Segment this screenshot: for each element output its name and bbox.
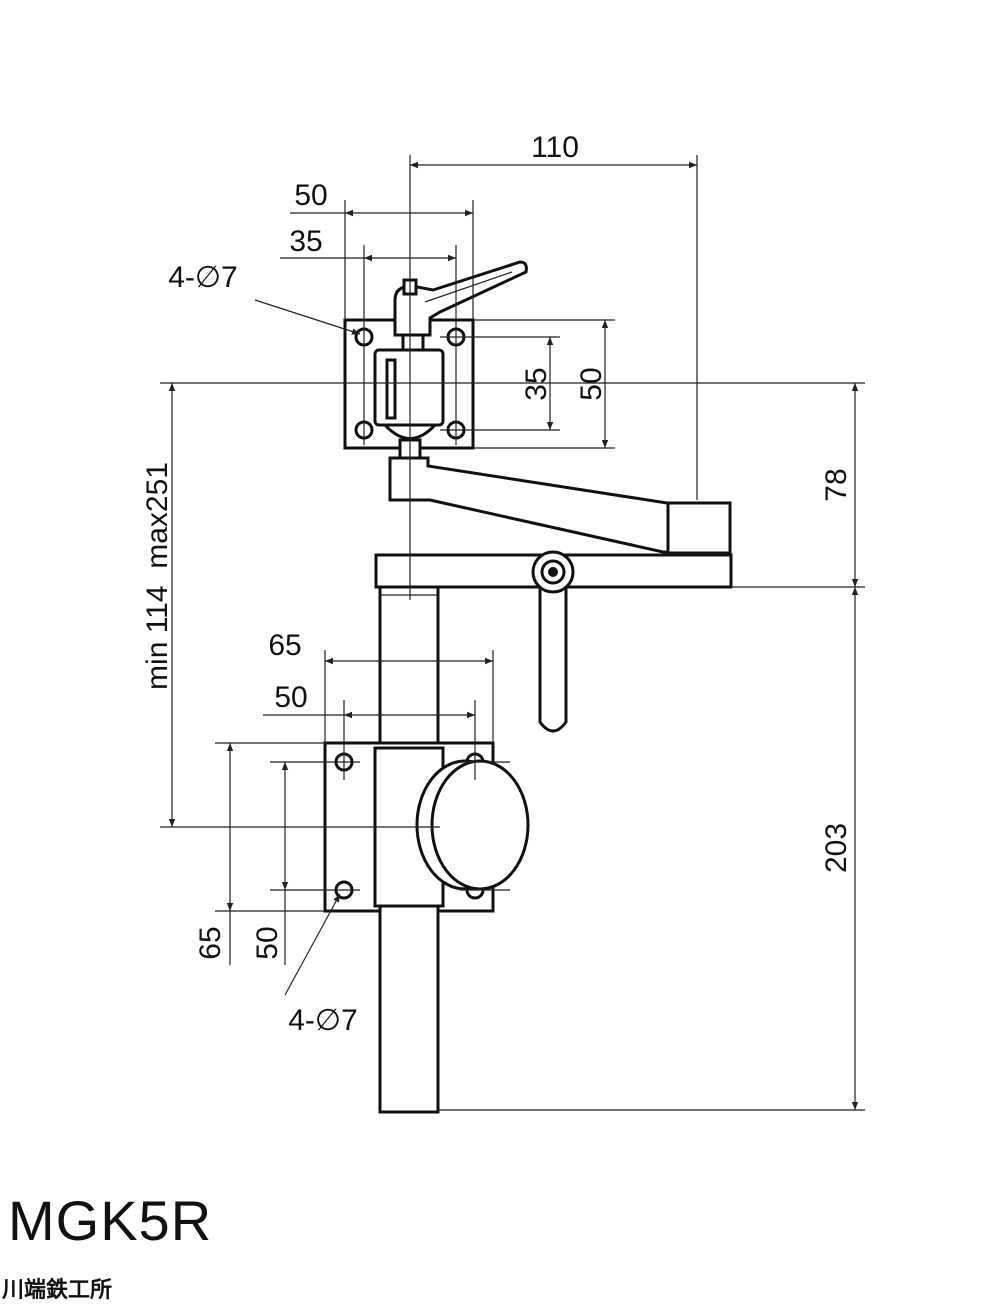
dim-top-plate-width: 50 [294,179,327,212]
dim-bottom-plate-width: 65 [268,629,301,662]
lock-knob [531,550,575,733]
manufacturer-name: 川端鉄工所 [2,1278,113,1303]
dim-top-hole-pitch-h: 35 [289,225,322,258]
arm-end-block [666,501,732,555]
swivel-body [373,348,445,427]
dim-top-holes: 4-∅7 [168,261,238,294]
clamp-wheel-knob [415,759,530,891]
dim-bottom-plate-height: 65 [194,926,227,959]
clamp-lever [393,260,528,355]
dim-bottom-hole-pitch-v: 50 [251,926,284,959]
dim-top-hole-pitch-v: 35 [520,367,553,400]
dim-height-range: min 114 max251 [141,462,174,690]
dim-bottom-hole-pitch-h: 50 [274,681,307,714]
dim-total-width: 110 [531,131,579,164]
upper-arm [388,456,682,554]
dim-bottom-holes: 4-∅7 [288,1004,358,1037]
model-number: MGK5R [8,1189,213,1252]
dim-arm-height: 78 [820,468,853,501]
dim-top-plate-height: 50 [575,367,608,400]
dim-base-height: 203 [820,823,853,873]
